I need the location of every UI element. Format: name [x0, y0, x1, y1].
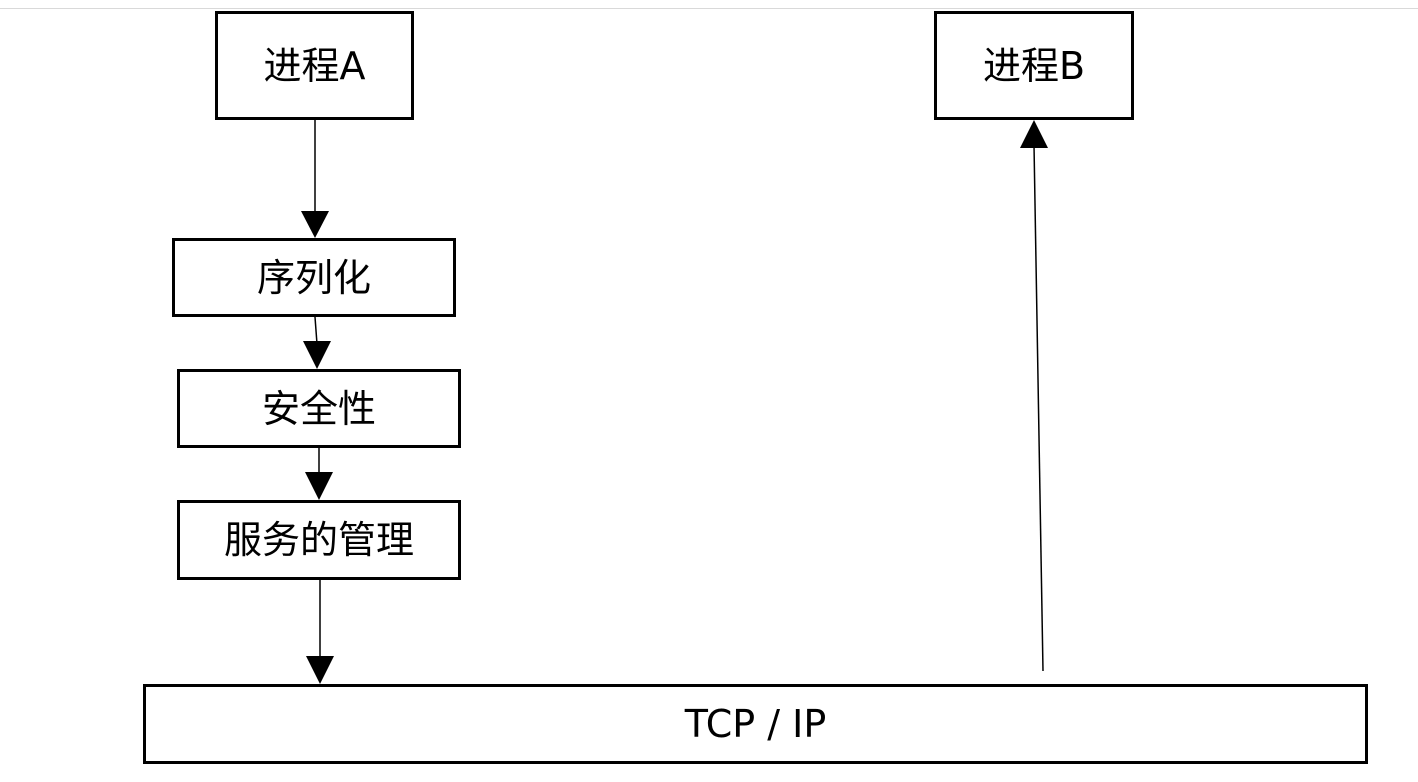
security-box: 安全性 [177, 369, 461, 448]
service-management-label: 服务的管理 [223, 518, 414, 562]
serialization-label: 序列化 [256, 255, 371, 300]
edge-serialization-to-security [303, 316, 331, 369]
process-b-label: 进程B [982, 43, 1086, 88]
process-a-label: 进程A [263, 43, 366, 88]
tcp-ip-box: TCP / IP [143, 684, 1368, 764]
tcp-ip-label: TCP / IP [684, 702, 827, 746]
service-management-box: 服务的管理 [177, 500, 461, 580]
process-a-box: 进程A [215, 11, 414, 120]
edge-tcpip-to-process-b [1020, 120, 1048, 672]
security-label: 安全性 [261, 386, 376, 431]
serialization-box: 序列化 [172, 238, 456, 317]
top-divider [0, 8, 1418, 9]
edge-service-management-to-tcpip [306, 580, 334, 684]
edge-process-a-to-serialization [301, 120, 329, 238]
process-b-box: 进程B [934, 11, 1134, 120]
edge-security-to-service-management [305, 448, 333, 500]
